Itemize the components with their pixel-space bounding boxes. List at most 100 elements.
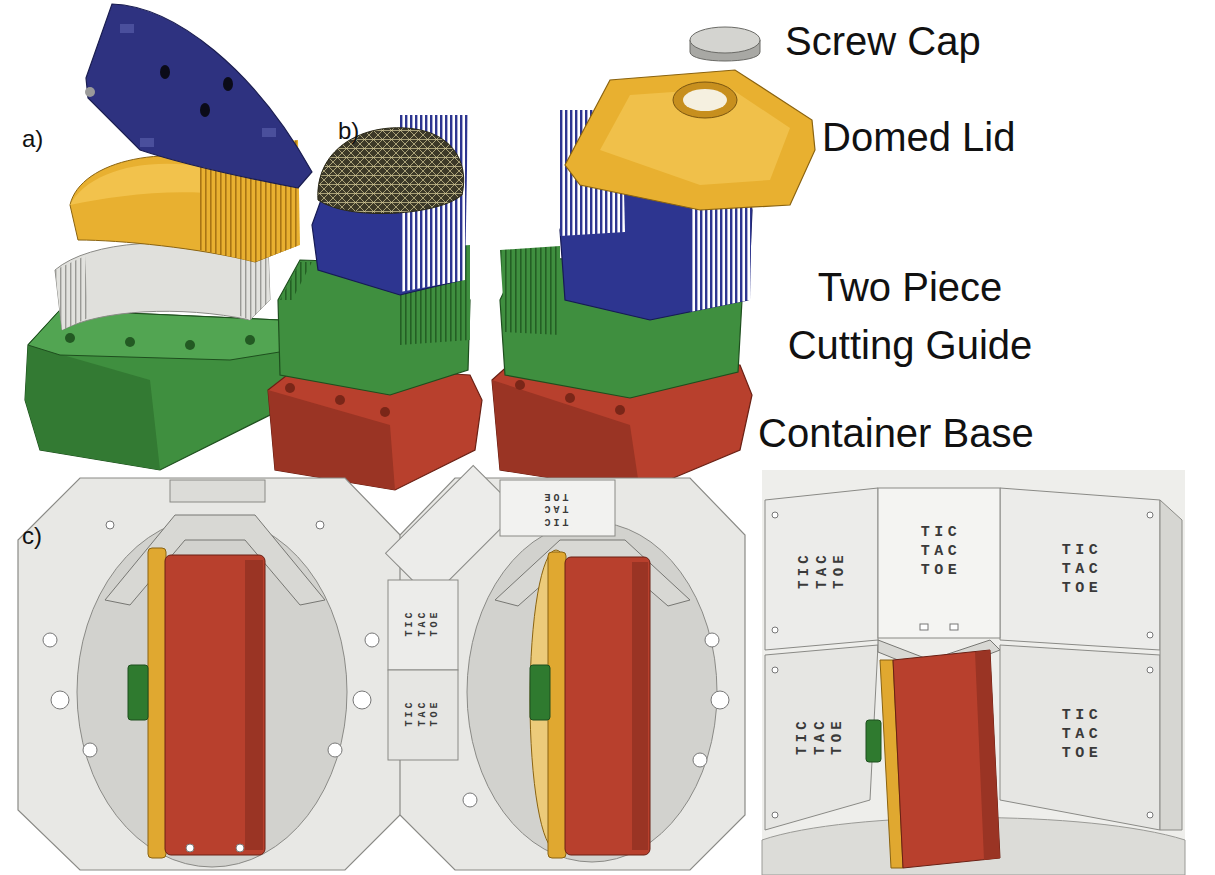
screw-cap xyxy=(530,665,550,720)
lid-opening xyxy=(683,89,727,111)
scene-ground xyxy=(762,470,1185,875)
rim-hole xyxy=(285,383,295,393)
coil-box-face xyxy=(386,466,519,599)
part-name: Two Piece Cutting Guide xyxy=(755,258,1065,374)
guide-comb xyxy=(55,256,88,330)
coil-box xyxy=(765,645,878,830)
mount-plate xyxy=(18,478,405,870)
panel-b-brain-assembly xyxy=(268,115,482,490)
lid-thread-ring xyxy=(673,82,737,118)
coil-logo: TIC TAC TOE xyxy=(792,716,849,760)
base-front-face xyxy=(268,390,395,490)
plate-hole xyxy=(365,633,379,647)
part-name: Domed Lid xyxy=(822,108,1015,166)
coil-box xyxy=(1000,645,1160,830)
coil-box xyxy=(878,488,1000,638)
coil-box xyxy=(386,466,519,599)
coil-box xyxy=(388,580,458,670)
box-hole xyxy=(1147,667,1153,673)
plate-hole xyxy=(106,521,114,529)
box-hole xyxy=(1147,632,1153,638)
container-shade xyxy=(632,562,648,850)
guide-comb xyxy=(690,195,752,312)
rim-hole xyxy=(565,393,575,403)
box-slot xyxy=(920,624,928,630)
plate-hole xyxy=(353,691,371,709)
lid-edge xyxy=(548,552,566,858)
rim-hole xyxy=(245,335,255,345)
container-shade xyxy=(975,650,1000,860)
plate-hole xyxy=(83,743,97,757)
lid-tab xyxy=(262,128,276,137)
panel-letter: a) xyxy=(22,125,43,154)
container-shade xyxy=(245,560,263,850)
plate-hole xyxy=(316,521,324,529)
coil-box xyxy=(388,670,458,760)
plate-hole xyxy=(186,844,194,852)
plate-opening xyxy=(77,517,347,867)
coil-logo: TIC TAC TOE xyxy=(402,608,444,641)
plate-hole xyxy=(51,691,69,709)
guide-comb xyxy=(500,246,560,335)
rim-hole xyxy=(515,380,525,390)
container-side xyxy=(565,557,650,855)
coil-logo: TIC TAC TOE xyxy=(540,487,573,529)
box-hole xyxy=(772,812,778,818)
rim-hole xyxy=(65,333,75,343)
guide-comb xyxy=(280,262,312,300)
box-hole xyxy=(1147,812,1153,818)
part-name: Screw Cap xyxy=(785,12,981,70)
screw-cap xyxy=(128,665,148,720)
plate-hole xyxy=(693,753,707,767)
plate-hole xyxy=(236,844,244,852)
box-hole xyxy=(772,627,778,633)
plate-opening xyxy=(467,522,717,862)
domed-lid xyxy=(565,70,815,210)
blue-lid xyxy=(86,4,312,188)
coil-logo: TIC TAC TOE xyxy=(1057,540,1104,600)
box-hole xyxy=(772,667,778,673)
plate-hole xyxy=(43,633,57,647)
container-side xyxy=(893,650,1000,868)
plate-hole xyxy=(705,633,719,647)
screw-cap xyxy=(866,720,881,762)
plate-hole xyxy=(463,793,477,807)
rim-hole xyxy=(185,340,195,350)
screw-cap-top xyxy=(690,27,760,53)
plate-hole xyxy=(328,743,342,757)
box-hole xyxy=(772,512,778,518)
lid-hole xyxy=(160,65,170,79)
base-front-face xyxy=(25,345,160,470)
base-front-face xyxy=(492,380,640,492)
coil-box xyxy=(765,488,878,650)
coil-logo: TIC TAC TOE xyxy=(402,698,444,731)
plate-hole xyxy=(711,691,729,709)
panel-letter: b) xyxy=(338,117,359,146)
panel-c-partial-coils xyxy=(386,466,745,870)
coil-logo: TIC TAC TOE xyxy=(1057,705,1104,765)
container-side xyxy=(165,555,265,855)
coil-logo: TIC TAC TOE xyxy=(916,522,963,582)
container-base xyxy=(25,310,292,470)
lid-tab xyxy=(140,138,154,147)
lid-pin xyxy=(85,87,95,97)
rim-hole xyxy=(125,337,135,347)
rim-hole xyxy=(335,395,345,405)
panel-c-full-coils xyxy=(762,470,1185,875)
panel-c-front-view xyxy=(18,478,405,870)
box-hole xyxy=(1147,512,1153,518)
lid-hole xyxy=(200,103,210,117)
coil-box xyxy=(1000,488,1160,650)
rim-hole xyxy=(615,405,625,415)
coil-logo: TIC TAC TOE xyxy=(794,550,851,594)
lid-dome xyxy=(600,88,790,185)
coil-box xyxy=(500,480,615,536)
coil-box-side xyxy=(1160,500,1182,830)
panel-letter: c) xyxy=(22,522,42,551)
top-bracket xyxy=(170,480,265,502)
lid-tab xyxy=(120,24,134,33)
rim-hole xyxy=(380,407,390,417)
part-name: Container Base xyxy=(758,404,1034,462)
box-slot xyxy=(950,624,958,630)
